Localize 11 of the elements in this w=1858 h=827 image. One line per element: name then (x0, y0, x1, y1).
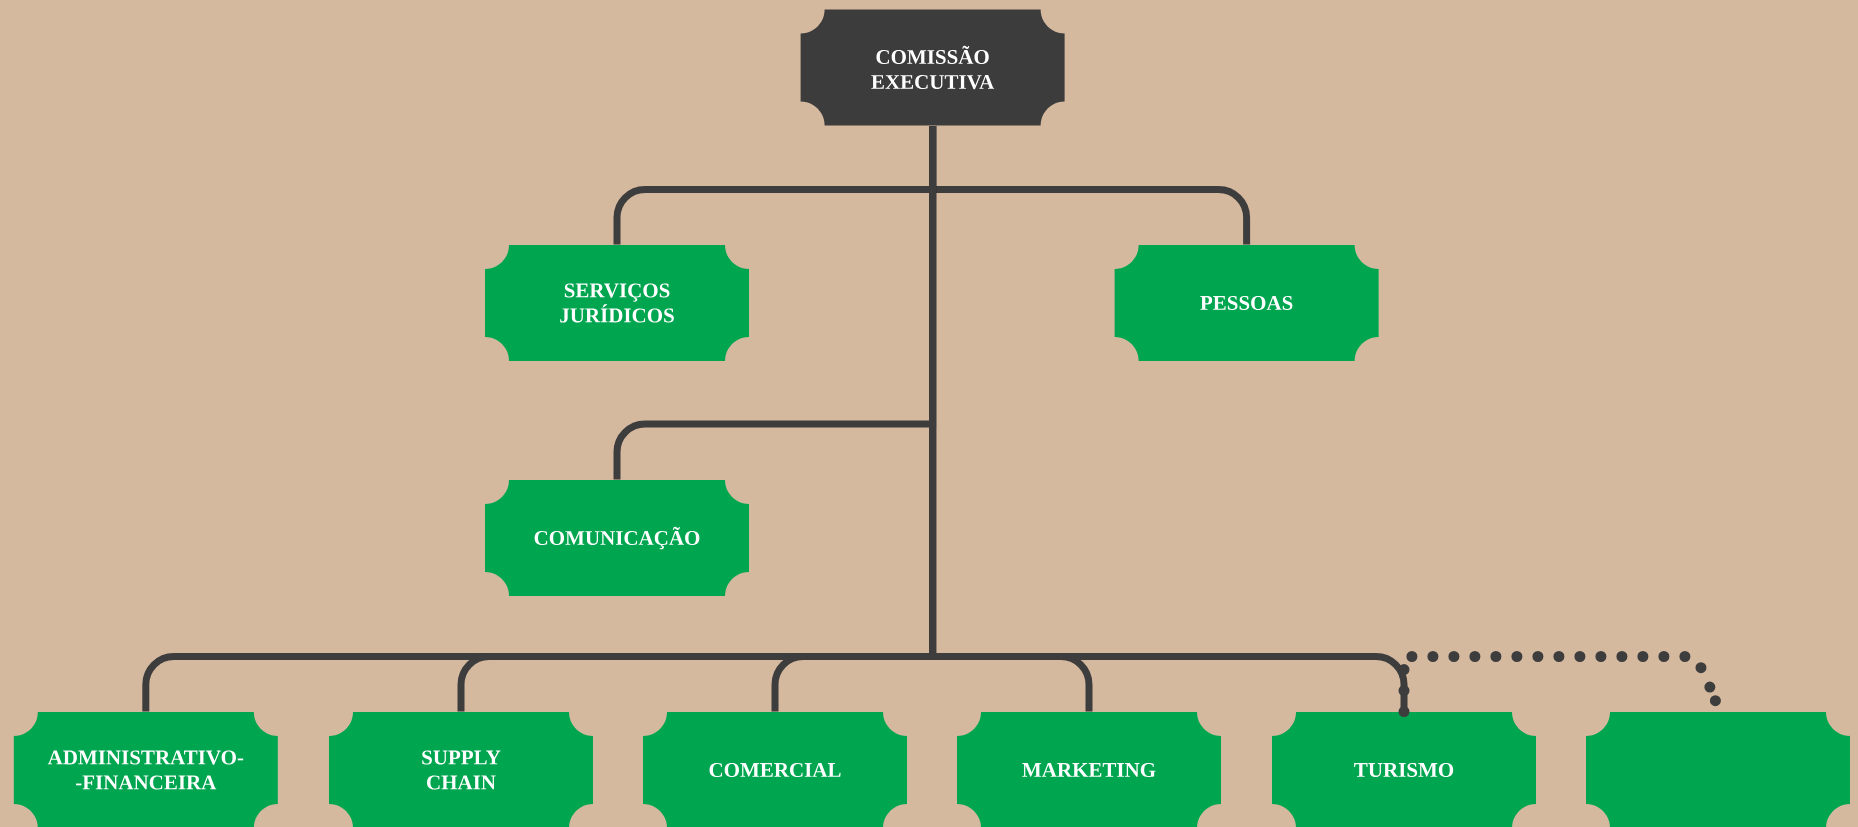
dotted-connector (1398, 651, 1724, 718)
org-box: SUPPLY CHAIN (329, 712, 593, 827)
org-box: SERVIÇOS JURÍDICOS (485, 245, 749, 361)
org-box: COMISSÃO EXECUTIVA (800, 9, 1065, 126)
org-box: TURISMO (1272, 712, 1536, 827)
org-box: ADMINISTRATIVO- -FINANCEIRA (13, 712, 278, 827)
org-box: COMUNICAÇÃO (485, 480, 749, 596)
org-box: PESSOAS (1114, 245, 1379, 361)
org-box: MARKETING (957, 712, 1221, 827)
blank-box (1586, 712, 1850, 827)
org-box: COMERCIAL (643, 712, 907, 827)
